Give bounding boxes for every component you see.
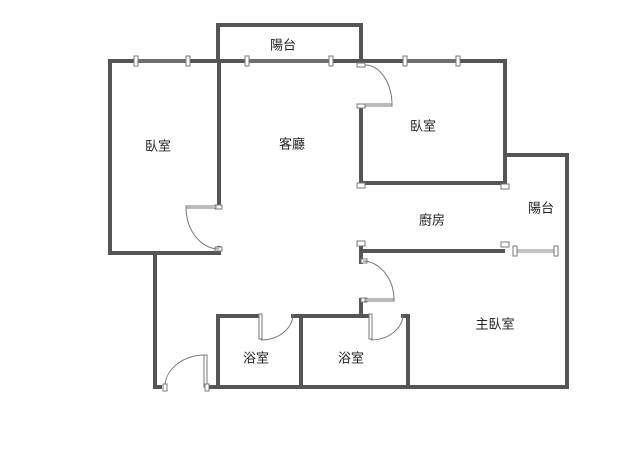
windows [133, 55, 559, 257]
room-label-bedroom-right: 臥室 [409, 119, 437, 135]
room-label-living-room: 客廳 [278, 137, 306, 153]
room-label-bedroom-left: 臥室 [144, 139, 172, 155]
room-label-kitchen: 廚房 [418, 213, 446, 229]
room-label-balcony-top: 陽台 [269, 38, 297, 54]
room-label-bathroom-2: 浴室 [337, 351, 365, 367]
doors [162, 62, 510, 392]
walls [108, 23, 569, 389]
room-label-balcony-right: 陽台 [527, 201, 555, 217]
room-label-master-bedroom: 主臥室 [475, 317, 515, 333]
room-label-bathroom-1: 浴室 [242, 351, 270, 367]
